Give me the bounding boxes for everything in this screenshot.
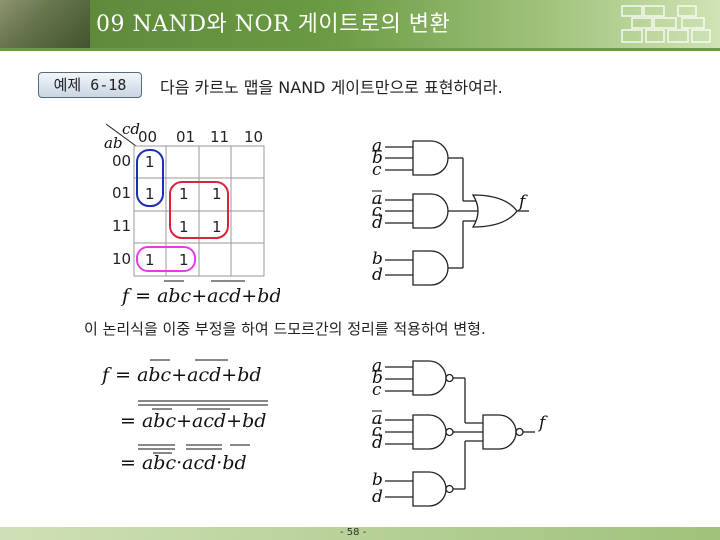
problem-statement: 다음 카르노 맵을 NAND 게이트만으로 표현하여라. — [160, 74, 503, 98]
kmap-cell-one: 1 — [145, 153, 155, 171]
brick-pattern-decoration — [618, 2, 714, 46]
kmap-expression: f = abc+acd+bd — [120, 281, 280, 307]
footer-bar: - 58 - — [0, 527, 720, 540]
derivation-line-3: = abc·acd·bd — [120, 445, 250, 474]
derivation-line-2: = abc+acd+bd — [120, 401, 268, 432]
kmap-row-var: ab — [104, 134, 123, 152]
svg-text:f = abc+acd+bd: f = abc+acd+bd — [120, 285, 280, 307]
kmap-row-header: 11 — [112, 217, 131, 235]
kmap-row-header: 01 — [112, 184, 131, 202]
kmap-cell-one: 1 — [145, 185, 155, 203]
page-number: - 58 - — [340, 527, 366, 538]
svg-text:= abc·acd·bd: = abc·acd·bd — [120, 452, 247, 474]
kmap-row-header: 10 — [112, 250, 131, 268]
kmap-cell-one: 1 — [179, 218, 189, 236]
nand-nand-circuit: a b c a c d b d f — [365, 357, 555, 512]
svg-text:f: f — [537, 413, 548, 433]
kmap-cell-one: 1 — [145, 251, 155, 269]
derivation-line-1: f = abc+acd+bd — [100, 360, 262, 386]
svg-text:d: d — [372, 487, 383, 507]
kmap-col-header: 11 — [210, 128, 229, 146]
svg-text:d: d — [372, 265, 383, 285]
kmap-cell-one: 1 — [179, 251, 189, 269]
svg-text:= abc+acd+bd: = abc+acd+bd — [120, 410, 266, 432]
header-divider — [0, 48, 720, 51]
kmap-cell-one: 1 — [179, 185, 189, 203]
header-bar: 09 NAND와 NOR 게이트로의 변환 — [0, 0, 720, 48]
kmap-col-header: 00 — [138, 128, 157, 146]
explanation-note: 이 논리식을 이중 부정을 하여 드모르간의 정리를 적용하여 변형. — [84, 318, 486, 339]
kmap-row-header: 00 — [112, 152, 131, 170]
example-badge: 예제 6-18 — [38, 72, 142, 98]
and-or-circuit: a b c a c d b d f — [365, 135, 545, 287]
header-decoration — [0, 0, 90, 48]
svg-text:c: c — [372, 380, 382, 400]
karnaugh-map: cd ab 00 01 11 10 00 01 11 10 1 1 1 1 1 … — [100, 118, 280, 318]
svg-text:c: c — [372, 160, 382, 180]
svg-text:d: d — [372, 213, 383, 233]
svg-text:d: d — [372, 433, 383, 453]
derivation-expressions: f = abc+acd+bd = abc+acd+bd = abc·acd·bd — [100, 345, 300, 475]
svg-text:f: f — [517, 192, 528, 212]
kmap-cell-one: 1 — [212, 185, 222, 203]
page-title: 09 NAND와 NOR 게이트로의 변환 — [96, 6, 450, 38]
kmap-cell-one: 1 — [212, 218, 222, 236]
kmap-col-header: 01 — [176, 128, 195, 146]
kmap-col-header: 10 — [244, 128, 263, 146]
svg-text:f = abc+acd+bd: f = abc+acd+bd — [100, 364, 262, 386]
